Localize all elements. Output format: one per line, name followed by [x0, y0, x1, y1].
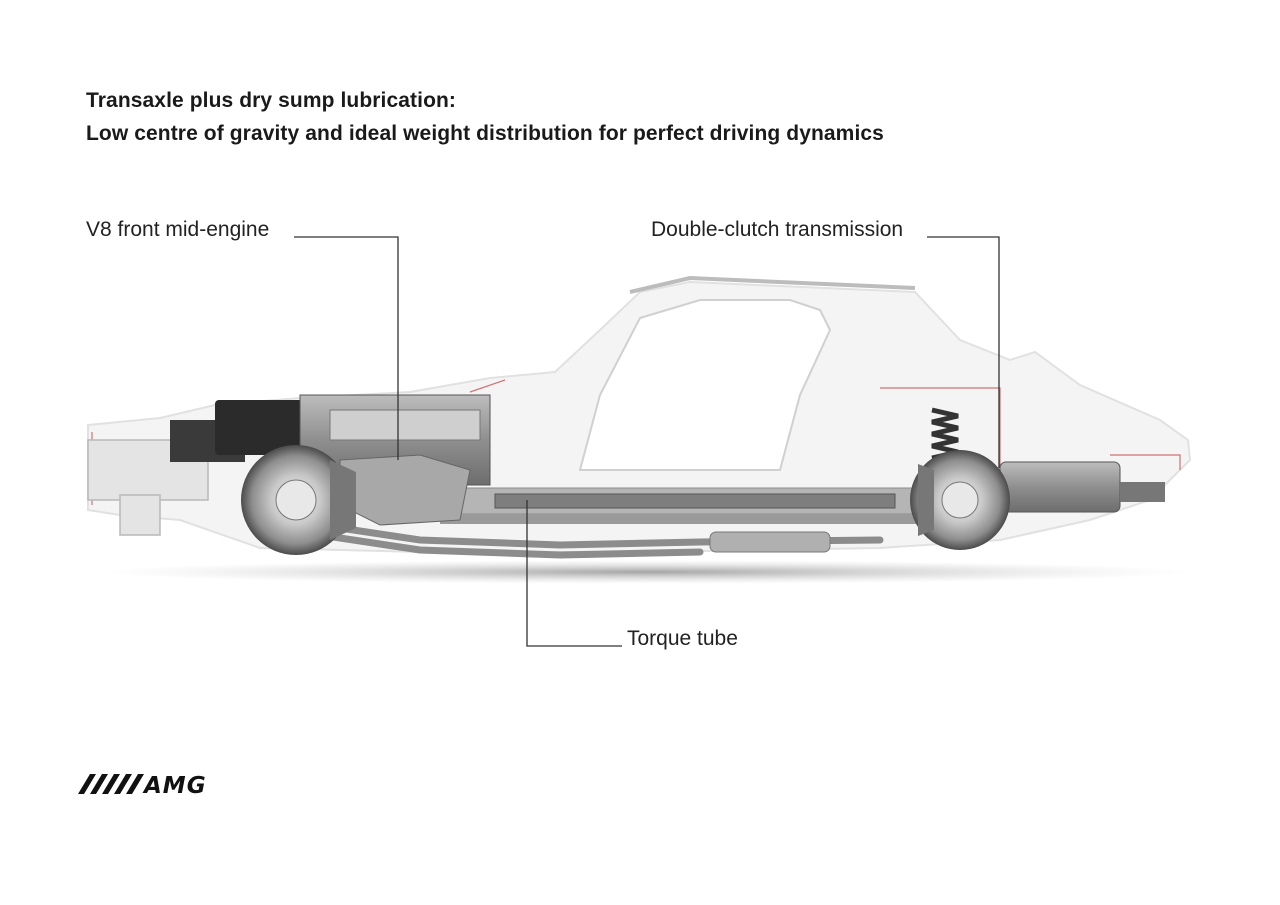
- leader-line-torque-tube: [526, 500, 622, 647]
- callout-v8-engine: V8 front mid-engine: [86, 218, 270, 241]
- transaxle: [999, 461, 1165, 513]
- ground-shadow: [100, 560, 1190, 584]
- front-brake-disc: [241, 445, 356, 555]
- leader-line-engine: [294, 236, 399, 460]
- amg-logo-text: AMG: [142, 774, 207, 794]
- muffler: [709, 531, 831, 553]
- leader-line-transmission: [927, 236, 1000, 468]
- leader-lines: [294, 236, 1000, 647]
- amg-stripes-logo: AMG: [78, 774, 207, 794]
- callout-double-clutch-transmission: Double-clutch transmission: [651, 218, 904, 241]
- torque-tube: [494, 493, 896, 509]
- title-line-1: Transaxle plus dry sump lubrication:: [86, 89, 457, 112]
- rear-brake-disc: [910, 450, 1010, 550]
- rear-spring: [931, 407, 959, 461]
- title-line-2: Low centre of gravity and ideal weight d…: [86, 122, 884, 145]
- page-title: Transaxle plus dry sump lubrication: Low…: [86, 84, 884, 150]
- callout-torque-tube: Torque tube: [627, 627, 738, 650]
